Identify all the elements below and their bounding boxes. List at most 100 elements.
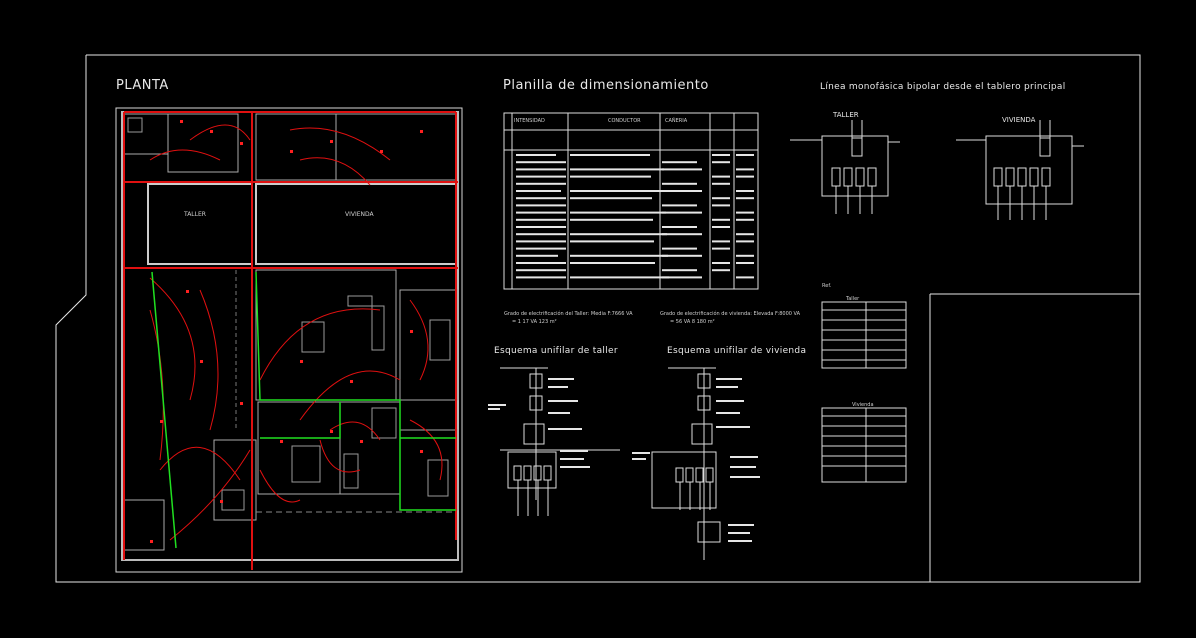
scheme-label-mark [548,412,570,414]
table-cell-mark [736,197,754,200]
table-cell-mark [736,262,754,264]
table-cell-mark [712,240,730,243]
table-cell-mark [662,247,697,250]
table-cell-mark [712,262,730,264]
scheme-label-mark [728,532,750,534]
table-cell-mark [516,154,556,156]
table-cell-mark [712,218,730,221]
table-header-caneria: CAÑERIA [665,118,688,124]
table-cell-mark [662,161,697,164]
table-cell-mark [570,211,666,214]
table-title: Planilla de dimensionamiento [503,78,709,93]
table-cell-mark [516,168,566,171]
table-cell-mark [736,154,754,156]
legend-vivienda [821,407,907,483]
panel-label-taller: TALLER [833,111,859,119]
table-cell-mark [712,204,730,207]
scheme-label-mark [716,412,740,414]
table-cell-mark [516,269,566,272]
drawing-frame [55,54,1141,583]
table-cell-mark [662,204,697,207]
table-cell-mark [516,218,566,221]
table-cell-mark [736,175,754,178]
table-cell-mark [570,168,664,171]
table-cell-mark [516,262,566,264]
scheme-label-mark [548,386,568,388]
scheme-label-mark [716,386,738,388]
table-cell-mark [516,182,566,185]
table-cell-mark [662,168,702,171]
table-cell-mark [516,247,566,250]
table-cell-mark [712,154,730,156]
table-cell-mark [570,197,652,200]
table-cell-mark [662,190,702,192]
scheme-label-mark [716,400,744,402]
table-cell-mark [516,204,566,207]
table-cell-mark [516,233,566,236]
table-cell-mark [662,226,697,228]
table-cell-mark [516,161,566,164]
legend-ref: Ref. [822,283,832,289]
panel-diagram-taller [790,120,900,214]
table-cell-mark [736,190,754,192]
table-cell-mark [736,211,754,214]
plan-title: PLANTA [116,78,169,93]
scheme-label-mark [548,400,578,402]
table-header-intensidad: INTENSIDAD [514,118,545,124]
dimensioning-table [503,112,759,290]
table-cell-mark [570,190,665,192]
legend-taller-title: Taller [846,296,860,302]
scheme-label-mark [560,466,590,468]
vivienda-scheme-title: Esquema unifilar de vivienda [667,346,807,356]
table-cell-mark [712,182,730,185]
table-header-conductor: CONDUCTOR [608,118,641,124]
table-cell-mark [570,240,654,243]
scheme-label-mark [488,408,500,410]
table-cell-mark [570,233,667,236]
scheme-label-mark [488,404,506,406]
table-cell-mark [712,247,730,250]
scheme-label-bars [488,378,760,542]
table-cell-mark [570,154,650,156]
table-cell-mark [516,240,566,243]
table-cell-mark [516,276,566,279]
scheme-label-mark [560,458,584,460]
table-cell-mark [712,269,730,272]
scheme-label-mark [548,428,582,430]
scheme-label-mark [728,540,752,542]
table-cell-mark [570,276,669,279]
table-cell-mark [570,262,655,264]
scheme-label-mark [728,524,754,526]
table-cell-mark [662,269,697,272]
scheme-label-mark [632,458,646,460]
taller-grade-note: Grado de electrificación del Taller: Med… [504,311,633,317]
table-cell-mark [712,226,730,228]
table-rows [516,154,754,279]
table-cell-mark [736,168,754,171]
vivienda-grade-note-2: = 56 VA 8 180 m² [670,319,715,325]
table-cell-mark [662,211,702,214]
vivienda-grade-note: Grado de electrificación de vivienda: El… [660,311,801,317]
table-cell-mark [516,197,566,200]
table-cell-mark [712,197,730,200]
legend-taller [821,301,907,369]
table-cell-mark [662,254,702,257]
table-cell-mark [662,182,697,185]
outlet-markers [150,120,423,543]
taller-scheme-title: Esquema unifilar de taller [494,346,618,356]
table-cell-mark [736,218,754,221]
taller-grade-note-2: = 1 17 VA 123 m² [512,319,557,325]
circuit-wiring [123,111,458,570]
panel-diagram-vivienda [956,120,1084,220]
single-line-title: Línea monofásica bipolar desde el tabler… [820,82,1066,92]
scheme-label-mark [560,450,588,452]
table-cell-mark [662,276,702,279]
table-cell-mark [662,233,702,236]
table-cell-mark [712,175,730,178]
scheme-label-mark [716,378,742,380]
table-cell-mark [516,254,558,257]
table-cell-mark [570,175,651,178]
floor-plan [115,107,463,573]
table-cell-mark [736,254,754,257]
